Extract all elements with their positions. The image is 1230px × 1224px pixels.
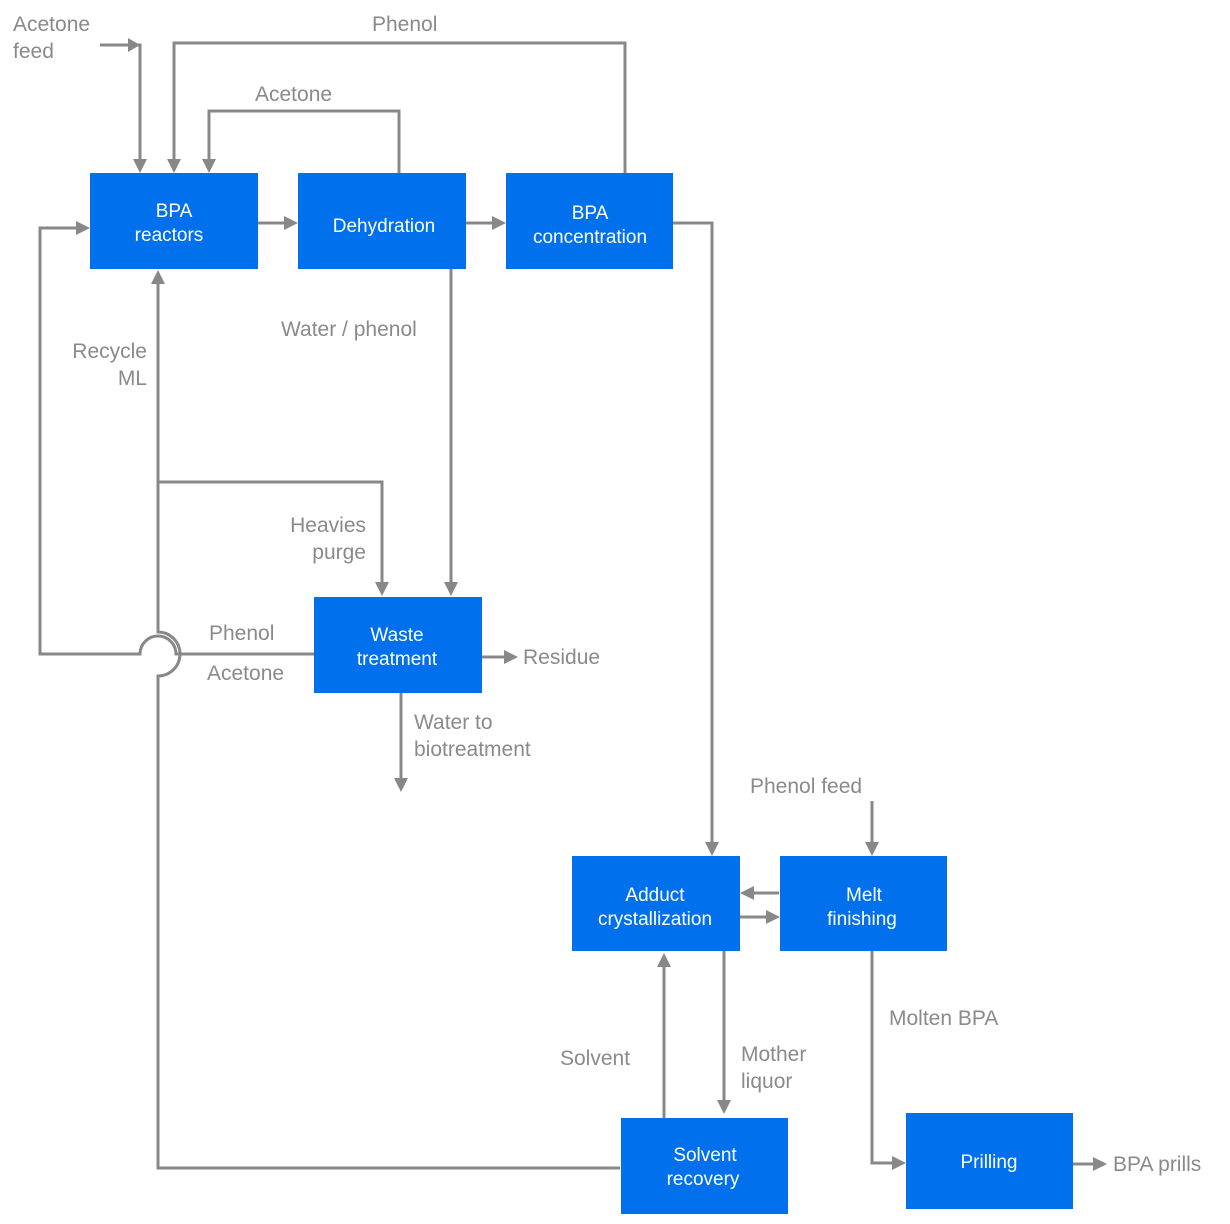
label-phenol-feed: Phenol feed: [750, 775, 862, 798]
arrow-down-icon: [375, 582, 389, 596]
label-residue: Residue: [523, 646, 600, 669]
label-recycle-ml: ML: [118, 367, 147, 390]
arrow-right-icon: [1093, 1157, 1107, 1171]
arrow-right-icon: [76, 221, 90, 235]
box-melt-finishing: Melt finishing: [780, 856, 947, 951]
molten-bpa-line: [870, 951, 893, 1165]
box-label: BPA: [572, 203, 609, 224]
label-mother-liquor: liquor: [741, 1070, 792, 1093]
label-molten-bpa: Molten BPA: [889, 1007, 998, 1030]
waste-phenol-return-line: [38, 226, 314, 656]
box-label: Melt: [846, 885, 883, 906]
box-label: finishing: [827, 909, 897, 930]
label-acetone-top: Acetone: [255, 83, 332, 106]
arrow-down-icon: [394, 778, 408, 792]
arrow-right-icon: [128, 38, 140, 52]
box-waste-treatment: Waste treatment: [314, 597, 482, 693]
box-label: treatment: [357, 649, 438, 670]
arrow-right-icon: [892, 1156, 906, 1170]
label-acetone-feed: Acetone: [13, 13, 90, 36]
arrow-down-icon: [865, 842, 879, 856]
arrow-down-icon: [717, 1100, 731, 1114]
box-label: Adduct: [625, 885, 685, 906]
arrow-down-icon: [167, 159, 181, 173]
box-label: reactors: [135, 225, 204, 246]
box-label: Prilling: [960, 1152, 1017, 1173]
box-bpa-concentration: BPA concentration: [506, 173, 673, 269]
arrow-left-icon: [740, 886, 754, 900]
label-mother-liquor: Mother: [741, 1043, 806, 1066]
label-recycle-ml: Recycle: [72, 340, 147, 363]
arrow-down-icon: [202, 159, 216, 173]
box-label: recovery: [667, 1169, 740, 1190]
box-label: Solvent: [673, 1145, 737, 1166]
label-solvent: Solvent: [560, 1047, 630, 1070]
arrow-up-icon: [151, 270, 165, 284]
acetone-feed-line: [100, 43, 142, 162]
arrow-right-icon: [492, 216, 506, 230]
arrow-down-icon: [444, 582, 458, 596]
label-heavies-purge: purge: [312, 541, 366, 564]
box-label: BPA: [156, 201, 193, 222]
phenol-recycle-line: [172, 41, 627, 173]
heavies-purge-line: [158, 480, 384, 583]
box-bpa-reactors: BPA reactors: [90, 173, 258, 269]
box-solvent-recovery: Solvent recovery: [621, 1118, 788, 1214]
label-phenol-mid: Phenol: [209, 622, 274, 645]
label-water-biotreatment: Water to: [414, 711, 493, 734]
label-water-biotreatment: biotreatment: [414, 738, 531, 761]
recycle-ml-line: [156, 283, 620, 1170]
box-label: Dehydration: [333, 216, 435, 237]
box-label: concentration: [533, 227, 647, 248]
label-acetone-mid: Acetone: [207, 662, 284, 685]
label-bpa-prills: BPA prills: [1113, 1153, 1201, 1176]
label-acetone-feed: feed: [13, 40, 54, 63]
arrow-right-icon: [284, 216, 298, 230]
label-phenol-top: Phenol: [372, 13, 437, 36]
label-heavies-purge: Heavies: [290, 514, 366, 537]
acetone-recycle-line: [207, 109, 401, 173]
label-water-phenol: Water / phenol: [281, 318, 417, 341]
arrow-right-icon: [504, 650, 518, 664]
arrow-right-icon: [766, 910, 780, 924]
box-label: Waste: [370, 625, 423, 646]
arrow-down-icon: [705, 842, 719, 856]
box-adduct-crystallization: Adduct crystallization: [572, 856, 740, 951]
box-prilling: Prilling: [906, 1113, 1073, 1209]
arrow-down-icon: [133, 159, 147, 173]
box-dehydration: Dehydration: [298, 173, 466, 269]
box-label: crystallization: [598, 909, 712, 930]
arrow-up-icon: [657, 953, 671, 967]
concentration-to-crystallization-line: [673, 221, 714, 843]
